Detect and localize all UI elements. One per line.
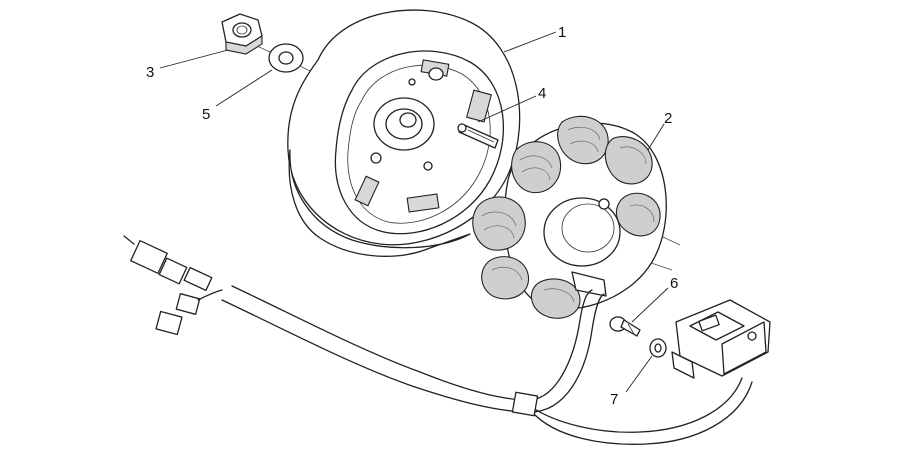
flat-washer bbox=[268, 43, 304, 73]
callout-5: 5 bbox=[202, 106, 210, 123]
wire-connector-lower bbox=[155, 289, 223, 336]
stator-coils bbox=[472, 115, 661, 319]
callout-7: 7 bbox=[610, 391, 618, 408]
callout-4: 4 bbox=[538, 85, 546, 102]
callout-labels: 1 2 3 4 5 6 7 bbox=[146, 24, 678, 408]
wire-harness bbox=[123, 235, 753, 445]
pickup-screw bbox=[609, 316, 641, 337]
screw-washer bbox=[649, 338, 667, 358]
pickup-coil bbox=[671, 299, 771, 379]
wire-connector-upper bbox=[123, 235, 213, 292]
leader-lines bbox=[159, 31, 669, 393]
callout-2: 2 bbox=[664, 110, 672, 127]
stator-assembly bbox=[472, 115, 667, 319]
woodruff-pin bbox=[457, 123, 499, 149]
callout-6: 6 bbox=[670, 275, 678, 292]
flywheel-rotor bbox=[287, 9, 521, 257]
hex-nut bbox=[221, 13, 263, 55]
callout-3: 3 bbox=[146, 64, 154, 81]
callout-1: 1 bbox=[558, 24, 566, 41]
